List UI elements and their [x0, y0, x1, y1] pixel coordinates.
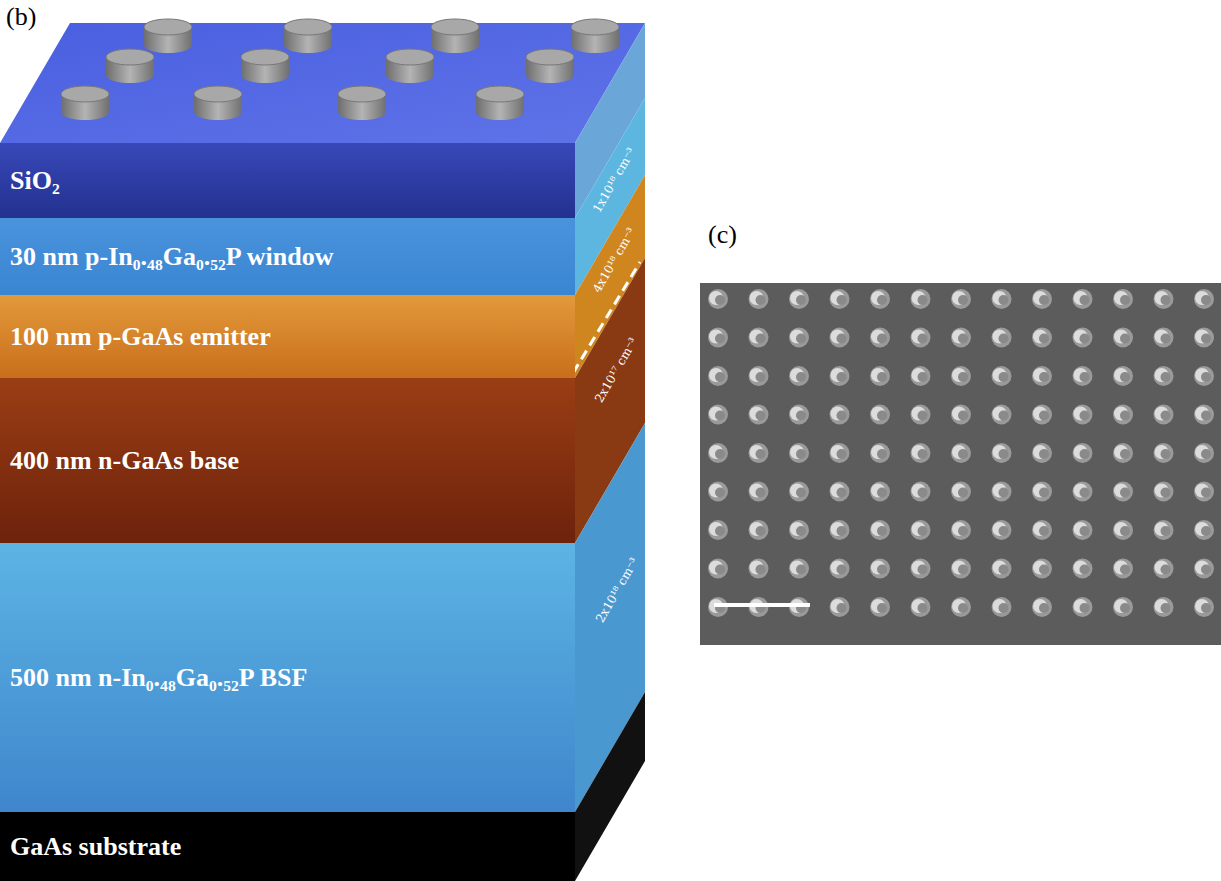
panel-label: (b) — [6, 2, 36, 32]
layer-label: 30 nm p-In₀.₄₈Ga₀.₅₂P window — [10, 242, 333, 272]
layer-band: 500 nm n-In₀.₄₈Ga₀.₅₂P BSF — [0, 543, 575, 812]
layer-label: GaAs substrate — [10, 832, 181, 862]
layer-label: 100 nm p-GaAs emitter — [10, 322, 271, 352]
panel-label: (c) — [708, 220, 737, 250]
layer-band: GaAs substrate — [0, 812, 575, 881]
layer-band: SiO₂ — [0, 143, 575, 218]
layer-band: 400 nm n-GaAs base — [0, 378, 575, 543]
layer-band: 100 nm p-GaAs emitter — [0, 295, 575, 378]
layer-band: 30 nm p-In₀.₄₈Ga₀.₅₂P window — [0, 218, 575, 295]
layer-label: 400 nm n-GaAs base — [10, 446, 239, 476]
layer-label: 500 nm n-In₀.₄₈Ga₀.₅₂P BSF — [10, 663, 307, 693]
layer-label: SiO₂ — [10, 166, 60, 196]
